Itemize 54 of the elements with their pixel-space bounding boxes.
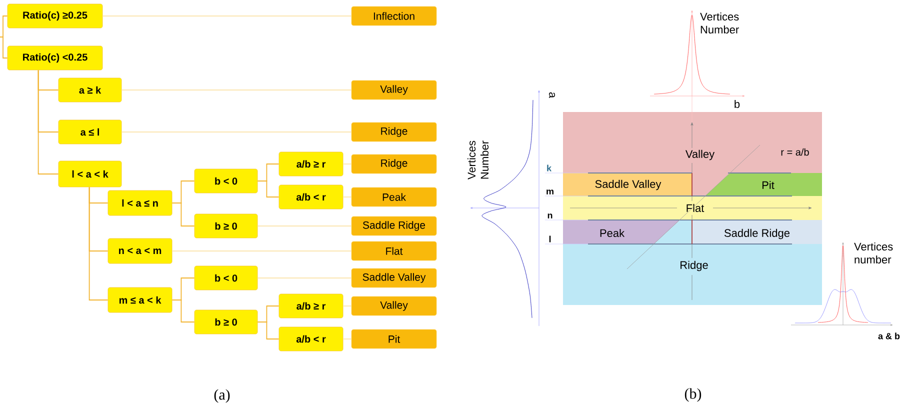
axis-label: n xyxy=(548,214,552,218)
result-box: Saddle Ridge xyxy=(351,216,437,236)
axis-label: l xyxy=(549,236,551,242)
result-box: Saddle Valley xyxy=(351,268,437,288)
condition-box: n < a < m xyxy=(108,238,172,264)
condition-box: l < a < k xyxy=(58,160,122,188)
shaded-region: Saddle Ridge xyxy=(692,220,822,244)
result-box: Peak xyxy=(351,187,437,207)
condition-box: b < 0 xyxy=(194,168,258,194)
shaded-region: Flat xyxy=(563,196,822,220)
axis-label: k xyxy=(547,164,552,172)
connector-line xyxy=(342,196,352,198)
condition-box: a ≤ l xyxy=(58,120,122,144)
connector-line xyxy=(88,186,108,300)
condition-box: b ≥ 0 xyxy=(194,310,258,334)
result-box: Ridge xyxy=(351,122,437,142)
connector-line xyxy=(257,322,280,340)
axis-label: r = a/b xyxy=(781,148,809,156)
condition-box: b ≥ 0 xyxy=(194,214,258,238)
axis-label: (b) xyxy=(684,388,702,402)
connector-line xyxy=(38,70,59,174)
axis-label: Vertices Number xyxy=(700,12,739,34)
shaded-region: Saddle Valley xyxy=(563,173,692,196)
connector-line xyxy=(0,16,8,38)
connector-line xyxy=(342,338,352,340)
connector-line xyxy=(172,250,352,252)
axis-label: a & b xyxy=(878,332,900,340)
result-box: Inflection xyxy=(351,6,437,26)
condition-box: l < a ≤ n xyxy=(108,190,172,216)
condition-box: a/b ≥ r xyxy=(278,294,344,318)
axis-label: m xyxy=(546,190,554,194)
result-box: Valley xyxy=(351,80,437,100)
condition-box: a/b < r xyxy=(278,184,344,210)
axis-label: (a) xyxy=(214,389,230,403)
connector-line xyxy=(0,36,8,58)
shaded-region: Peak xyxy=(563,220,680,244)
condition-box: a/b ≥ r xyxy=(278,152,344,176)
condition-box: Ratio(c) ≥0.25 xyxy=(7,4,103,28)
condition-box: a/b < r xyxy=(278,326,344,352)
connector-line xyxy=(257,180,280,198)
condition-box: a ≥ k xyxy=(58,78,122,102)
result-box: Pit xyxy=(351,329,437,349)
connector-line xyxy=(172,202,195,226)
axis-label: a xyxy=(549,92,555,98)
condition-box: Ratio(c) <0.25 xyxy=(7,46,103,70)
axis-label: Vertices number xyxy=(854,242,893,264)
result-box: Valley xyxy=(351,296,437,316)
condition-box: b < 0 xyxy=(194,266,258,290)
result-box: Ridge xyxy=(351,154,437,174)
axis-label: Vertices Number xyxy=(467,140,489,180)
condition-box: m ≤ a < k xyxy=(108,287,172,313)
shaded-region: Pit xyxy=(705,173,822,196)
connector-line xyxy=(172,300,195,322)
result-box: Flat xyxy=(351,241,437,261)
